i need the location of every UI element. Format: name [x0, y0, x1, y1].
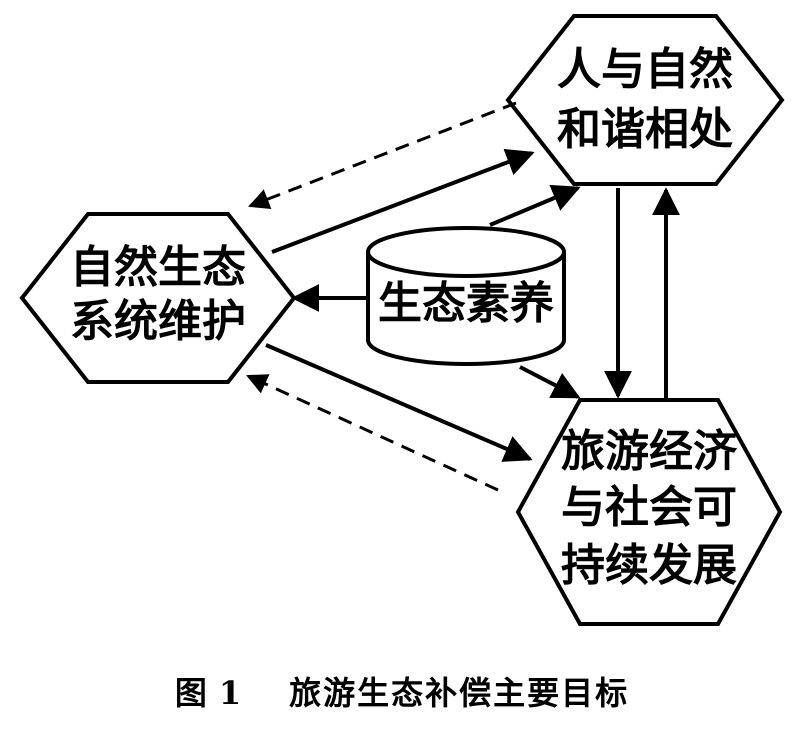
tourism-line-2: 与社会可 — [561, 482, 737, 533]
hexagon-harmony — [505, 14, 785, 186]
dashed-arrow-harmony-to-ecosystem — [248, 101, 517, 209]
goal-diagram: 人与自然 和谐相处 自然生态 系统维护 生态素养 旅游经济 与社会可 持续发展 — [19, 14, 785, 626]
hexagon-tourism — [515, 398, 783, 626]
tourism-line-3: 持续发展 — [561, 540, 737, 591]
caption-title: 旅游生态补偿主要目标 — [289, 674, 630, 712]
arrow-ecosystem-to-harmony — [271, 148, 535, 254]
harmony-line-1: 人与自然 — [557, 44, 733, 95]
arrow-ecosystem-to-tourism — [265, 343, 533, 462]
tourism-line-1: 旅游经济 — [561, 426, 738, 477]
harmony-line-2: 和谐相处 — [557, 104, 733, 155]
caption-prefix: 图 — [174, 674, 209, 712]
arrow-literacy-to-harmony — [489, 184, 581, 227]
arrow-literacy-to-tourism — [519, 365, 581, 399]
caption-number: 1 — [218, 674, 244, 712]
ecosystem-line-2: 系统维护 — [70, 296, 246, 347]
ecosystem-line-1: 自然生态 — [70, 242, 246, 293]
cylinder-literacy — [366, 226, 566, 366]
literacy-label: 生态素养 — [378, 278, 554, 329]
